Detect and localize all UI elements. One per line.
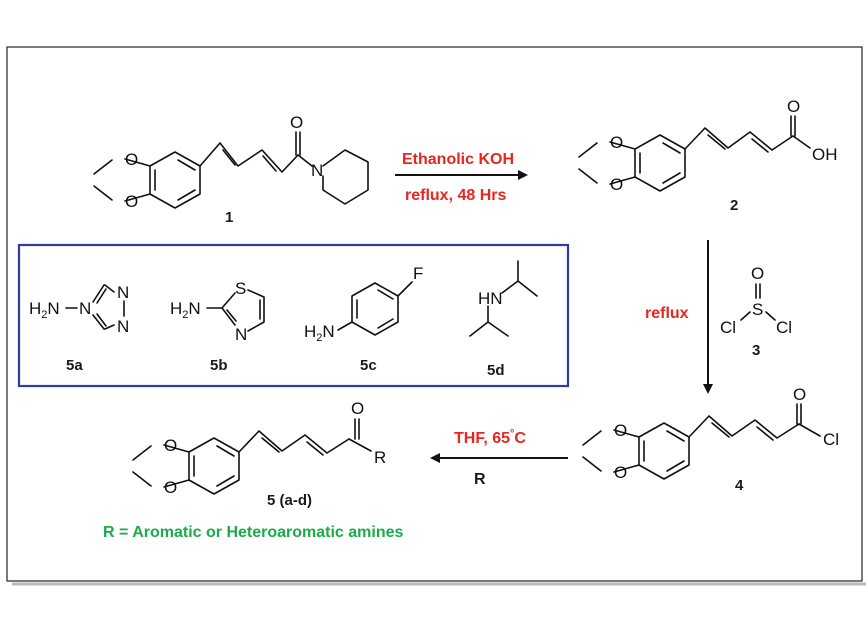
- atom-cl-3b: Cl: [776, 318, 792, 337]
- atom-o-1c: O: [290, 113, 303, 132]
- atom-s-3: S: [752, 300, 763, 319]
- atom-n1-5a: N: [117, 283, 129, 302]
- label-compound-1: 1: [225, 209, 233, 226]
- atom-o-5c: O: [351, 399, 364, 418]
- atom-o-1b: O: [125, 192, 138, 211]
- amine-5b-structure: H2N S N: [170, 279, 265, 344]
- atom-n4-5a: N: [79, 299, 91, 318]
- atom-o-4b: O: [614, 463, 627, 482]
- atom-o-2b: O: [610, 175, 623, 194]
- atom-cl-3a: Cl: [720, 318, 736, 337]
- atom-h2n-5c: H2N: [304, 322, 335, 344]
- label-compound-4: 4: [735, 477, 744, 494]
- atom-s-5b: S: [235, 279, 246, 298]
- label-compound-2: 2: [730, 197, 738, 214]
- atom-o-4a: O: [614, 421, 627, 440]
- label-compound-3: 3: [752, 342, 760, 359]
- atom-hn-5d: HN: [478, 289, 503, 308]
- atom-n2-5a: N: [117, 317, 129, 336]
- amines-box: [17, 243, 570, 388]
- footnote-r-definition: R = Aromatic or Heteroaromatic amines: [103, 524, 404, 541]
- atom-n-1: N: [311, 161, 323, 180]
- atom-o-5a: O: [164, 436, 177, 455]
- atom-f-5c: F: [413, 264, 423, 283]
- atom-o-1a: O: [125, 150, 138, 169]
- condition-reflux-48h: reflux, 48 Hrs: [405, 187, 506, 204]
- compound-5-structure: O O O R: [132, 399, 386, 497]
- amine-5d-structure: HN: [469, 260, 538, 337]
- condition-ethanolic-koh: Ethanolic KOH: [402, 151, 514, 168]
- atom-o-2c: O: [787, 97, 800, 116]
- condition-thf-temp: THF, 65°C: [454, 428, 526, 447]
- condition-reflux: reflux: [645, 305, 689, 322]
- outer-frame: [6, 46, 863, 582]
- label-5a: 5a: [66, 357, 83, 374]
- amine-5c-structure: F H2N: [304, 264, 423, 344]
- label-compound-5: 5 (a-d): [267, 492, 312, 509]
- compound-2-structure: O O O OH: [578, 97, 838, 194]
- atom-h2n-5a: H2N: [29, 299, 60, 321]
- atom-h2n-5b: H2N: [170, 299, 201, 321]
- atom-n-5b: N: [235, 325, 247, 344]
- compound-3-structure: O S Cl Cl: [720, 264, 792, 337]
- atom-o-5b: O: [164, 478, 177, 497]
- label-5d: 5d: [487, 362, 505, 379]
- atom-cl-4: Cl: [823, 430, 839, 449]
- atom-o-3: O: [751, 264, 764, 283]
- amine-5a-structure: H2N N N N: [29, 283, 129, 336]
- label-5b: 5b: [210, 357, 228, 374]
- compound-1-structure: O O O N: [93, 113, 369, 211]
- condition-r-reagent: R: [474, 471, 486, 488]
- label-5c: 5c: [360, 357, 377, 374]
- atom-oh-2: OH: [812, 145, 838, 164]
- atom-o-4c: O: [793, 385, 806, 404]
- compound-4-structure: O O O Cl: [582, 385, 839, 482]
- atom-r-5: R: [374, 448, 386, 467]
- atom-o-2a: O: [610, 133, 623, 152]
